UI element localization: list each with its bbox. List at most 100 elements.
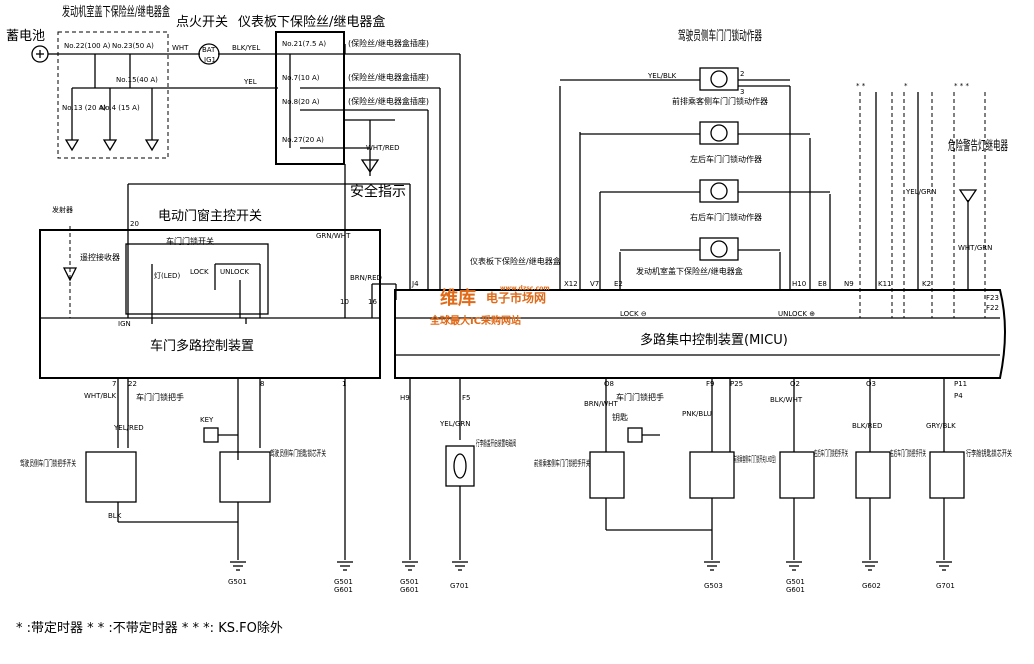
driver-key-cylinder-label: 驾驶员侧车门钥匙锁芯开关 <box>270 448 326 458</box>
pin-h10: H10 <box>792 280 806 288</box>
door-lock-switch-label: 车门门锁开关 <box>166 236 214 246</box>
pin-p4: P4 <box>954 392 963 400</box>
rear-right-handle-label: 右后车门门锁把手开关 <box>890 448 926 458</box>
watermark-main: 维库 <box>440 287 476 309</box>
driver-actuator-label: 驾驶员侧车门门锁动作器 <box>678 28 762 44</box>
door-handle-label-2: 车门门锁把手 <box>616 392 664 402</box>
pin-p11: P11 <box>954 380 967 388</box>
pin-f5: F5 <box>462 394 470 402</box>
hazard-relay-label: 危险警告灯继电器 <box>948 138 1008 154</box>
door-handle-label-1: 车门门锁把手 <box>136 392 184 402</box>
fuse-no15: No.15(40 A) <box>116 76 158 84</box>
pin-f22: F22 <box>986 304 999 312</box>
fuse-ig1: IG1 <box>204 56 216 64</box>
fuse-no13: No.13 (20 A) <box>62 104 106 112</box>
dash-fuse-box-label: 仪表板下保险丝/继电器盒 <box>238 14 385 30</box>
front-passenger-actuator-label: 前排乘客侧车门门锁动作器 <box>672 96 768 106</box>
rear-right-actuator-label: 右后车门门锁动作器 <box>690 212 762 222</box>
pin-k2: K2 <box>922 280 931 288</box>
pin-h9: H9 <box>400 394 410 402</box>
actuator-front-passenger <box>580 121 810 145</box>
wire-yel: YEL <box>243 78 257 86</box>
fuse-labels: No.22(100 A) No.23(50 A) No.15(40 A) No.… <box>62 40 326 144</box>
rear-left-handle-label: 左后车门门锁把手开关 <box>814 448 848 458</box>
pin-x12: X12 <box>564 280 578 288</box>
wire-yel-grn: YEL/GRN <box>905 188 936 196</box>
wire-yel-red: YEL/RED <box>113 424 144 432</box>
wire-pnk-blu: PNK/BLU <box>682 410 712 418</box>
wire-yel-blk: YEL/BLK <box>647 72 677 80</box>
ground-g602: G602 <box>862 582 881 590</box>
fuse-socket-label-2: (保险丝/继电器盒插座) <box>348 72 429 82</box>
pin-v7: V7 <box>590 280 599 288</box>
pin-10: 10 <box>340 298 349 306</box>
pin-lock-minus: LOCK ⊖ <box>620 310 647 318</box>
micu-label: 多路集中控制装置(MICU) <box>640 332 788 348</box>
multiplex-door-label: 车门多路控制装置 <box>150 338 254 354</box>
pin-unlock: UNLOCK <box>220 268 249 276</box>
engine-fuse-box-label: 发动机室盖下保险丝/继电器盒 <box>62 4 170 20</box>
pin-star1: * <box>904 82 908 90</box>
pin-k11: K11 <box>878 280 892 288</box>
key-label: 钥匙 <box>612 412 628 422</box>
pin-16: 16 <box>368 298 377 306</box>
wire-brn-red: BRN/RED <box>350 274 382 282</box>
trunk-key-cylinder-label: 行李舱钥匙锁芯开关 <box>966 448 1012 458</box>
pin-star2: * * <box>856 82 866 90</box>
wiring-lines <box>31 31 1006 571</box>
wire-wht-red: WHT/RED <box>366 144 400 152</box>
ground-labels: G501 G501 G601 G501 G601 G701 G503 G501 … <box>228 578 955 594</box>
wire-gry-blk: GRY/BLK <box>926 422 956 430</box>
pin-2: 2 <box>740 70 744 78</box>
watermark-sub: 电子市场网 <box>486 290 546 305</box>
pin-key: KEY <box>200 416 214 424</box>
text-labels: 蓄电池 发动机室盖下保险丝/继电器盒 点火开关 仪表板下保险丝/继电器盒 (保险… <box>6 4 1012 636</box>
pin-7: 7 <box>112 380 116 388</box>
transmitter-label: 发射器 <box>52 205 73 214</box>
ground-g601a: G601 <box>334 586 353 594</box>
ground-g501c: G501 <box>400 578 419 586</box>
ground-g503: G503 <box>704 582 723 590</box>
ground-g501b: G501 <box>334 578 353 586</box>
fuse-no23: No.23(50 A) <box>112 42 154 50</box>
wire-blk-yel: BLK/YEL <box>232 44 260 52</box>
battery-label: 蓄电池 <box>6 29 45 44</box>
pin-e2: E2 <box>614 280 623 288</box>
ground-g701b: G701 <box>936 582 955 590</box>
fuse-no22: No.22(100 A) <box>64 42 111 50</box>
ground-g501a: G501 <box>228 578 247 586</box>
wire-grn-wht: GRN/WHT <box>316 232 351 240</box>
pin-o3: O3 <box>866 380 876 388</box>
wire-brn-wht: BRN/WHT <box>584 400 618 408</box>
watermark-slogan: 全球最大IC采购网站 <box>429 314 521 327</box>
actuator-rear-right <box>620 237 780 261</box>
pin-ign: IGN <box>118 320 131 328</box>
wire-blk-red: BLK/RED <box>852 422 882 430</box>
pin-n9: N9 <box>844 280 854 288</box>
pin-8: 8 <box>260 380 264 388</box>
fuse-no8: No.8(20 A) <box>282 98 320 106</box>
pin-p25: P25 <box>730 380 743 388</box>
pin-22: 22 <box>128 380 137 388</box>
ground-g501d: G501 <box>786 578 805 586</box>
pin-j4: J4 <box>411 280 419 288</box>
power-window-master-label: 电动门窗主控开关 <box>158 208 262 224</box>
ground-symbols <box>230 561 952 571</box>
pin-f23: F23 <box>986 294 999 302</box>
fuse-socket-label-3: (保险丝/继电器盒插座) <box>348 96 429 106</box>
fuse-no4: No.4 (15 A) <box>100 104 140 112</box>
front-passenger-handle-label: 前排乘客侧车门门锁把手开关 <box>534 458 590 468</box>
wire-blk-wht: BLK/WHT <box>770 396 803 404</box>
wire-wht: WHT <box>172 44 189 52</box>
ground-g701a: G701 <box>450 582 469 590</box>
security-indicator-label: 安全指示 <box>350 183 406 200</box>
pin-o2: O2 <box>790 380 800 388</box>
watermark-url: www.dzsc.com <box>500 285 550 292</box>
dash-fuse-box-label-2: 仪表板下保险丝/继电器盒 <box>470 256 561 266</box>
actuator-rear-left <box>600 179 830 203</box>
pin-lock: LOCK <box>190 268 209 276</box>
fuse-no27: No.27(20 A) <box>282 136 324 144</box>
pin-3: 3 <box>740 88 744 96</box>
wire-blk: BLK <box>108 512 122 520</box>
